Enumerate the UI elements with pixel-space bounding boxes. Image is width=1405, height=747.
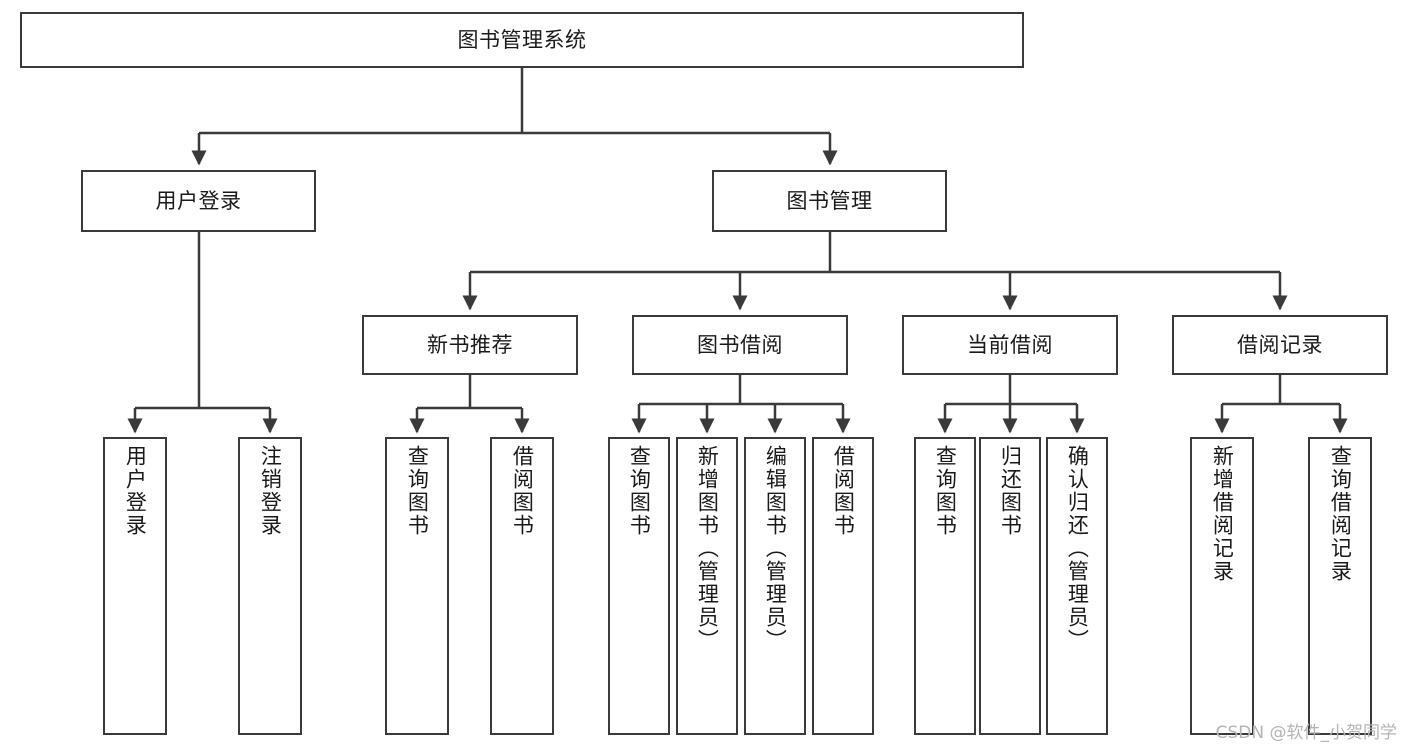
node-root[interactable]: 图书管理系统 [20, 12, 1024, 68]
leaf-borrow-record-add-label: 新增借阅记录 [1210, 445, 1235, 583]
leaf-current-borrow-return-label: 归还图书 [998, 445, 1023, 537]
node-user-login-label: 用户登录 [155, 188, 242, 213]
leaf-user-login-logout-label: 注销登录 [258, 445, 283, 537]
leaf-book-borrow-borrow[interactable]: 借阅图书 [812, 437, 874, 735]
node-borrow-record[interactable]: 借阅记录 [1172, 315, 1388, 375]
leaf-user-login-logout[interactable]: 注销登录 [238, 437, 302, 735]
leaf-current-borrow-query-label: 查询图书 [933, 445, 958, 537]
leaf-borrow-record-query[interactable]: 查询借阅记录 [1308, 437, 1372, 735]
leaf-book-borrow-query-label: 查询图书 [627, 445, 652, 537]
leaf-current-borrow-query[interactable]: 查询图书 [914, 437, 976, 735]
leaf-new-book-borrow-label: 借阅图书 [510, 445, 535, 537]
node-new-book-recommend[interactable]: 新书推荐 [362, 315, 578, 375]
node-borrow-record-label: 借阅记录 [1237, 332, 1323, 357]
leaf-book-borrow-query[interactable]: 查询图书 [608, 437, 670, 735]
leaf-book-borrow-edit-label: 编辑图书（管理员） [763, 445, 788, 652]
node-root-label: 图书管理系统 [457, 27, 587, 52]
leaf-user-login-login-label: 用户登录 [123, 445, 148, 537]
node-book-management[interactable]: 图书管理 [712, 170, 947, 232]
leaf-new-book-query[interactable]: 查询图书 [385, 437, 449, 735]
node-current-borrow[interactable]: 当前借阅 [902, 315, 1118, 375]
leaf-book-borrow-add[interactable]: 新增图书（管理员） [676, 437, 738, 735]
leaf-borrow-record-query-label: 查询借阅记录 [1328, 445, 1353, 583]
node-user-login[interactable]: 用户登录 [81, 170, 316, 232]
leaf-user-login-login[interactable]: 用户登录 [103, 437, 167, 735]
leaf-book-borrow-edit[interactable]: 编辑图书（管理员） [744, 437, 806, 735]
leaf-new-book-borrow[interactable]: 借阅图书 [490, 437, 554, 735]
node-book-borrow-label: 图书借阅 [697, 332, 783, 357]
node-current-borrow-label: 当前借阅 [967, 332, 1053, 357]
leaf-current-borrow-return[interactable]: 归还图书 [979, 437, 1041, 735]
leaf-book-borrow-borrow-label: 借阅图书 [831, 445, 856, 537]
leaf-new-book-query-label: 查询图书 [405, 445, 430, 537]
leaf-current-borrow-confirm[interactable]: 确认归还（管理员） [1046, 437, 1108, 735]
watermark-text: CSDN @软件_小贺同学 [1215, 723, 1397, 743]
leaf-book-borrow-add-label: 新增图书（管理员） [695, 445, 720, 652]
node-book-management-label: 图书管理 [786, 188, 873, 213]
leaf-borrow-record-add[interactable]: 新增借阅记录 [1190, 437, 1254, 735]
node-new-book-recommend-label: 新书推荐 [427, 332, 513, 357]
leaf-current-borrow-confirm-label: 确认归还（管理员） [1065, 445, 1090, 652]
node-book-borrow[interactable]: 图书借阅 [632, 315, 848, 375]
